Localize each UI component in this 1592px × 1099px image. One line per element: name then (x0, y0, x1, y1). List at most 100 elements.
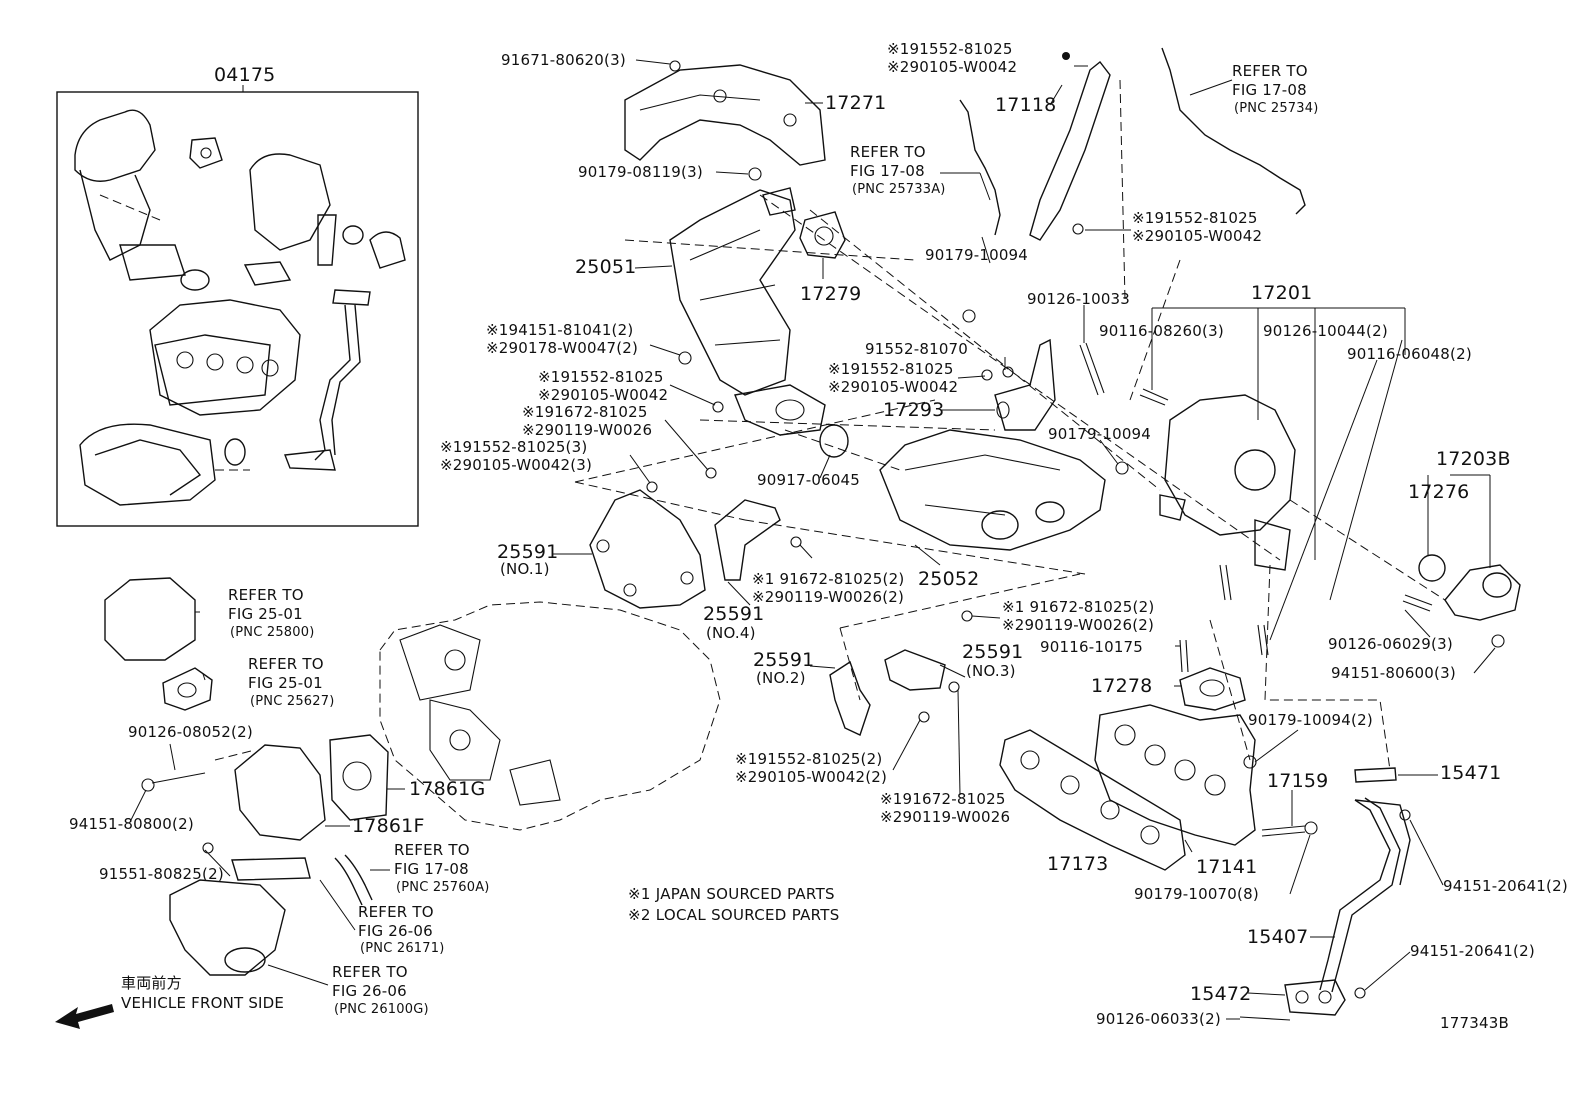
bracket-17293 (994, 338, 1056, 431)
pipe-15407 (1319, 799, 1391, 991)
exhaust-manifold-17141 (1094, 704, 1256, 846)
label-17861f: 17861F (352, 815, 425, 837)
vehicle-front-arrow (55, 1004, 114, 1029)
gasket-17279 (799, 211, 846, 259)
label-15471: 15471 (1440, 762, 1502, 784)
refer-fig-25-01-a-line2: FIG 25-01 (228, 605, 303, 623)
label-25591-no3: 25591 (962, 641, 1024, 663)
label-191552-81025-c: ※191552-81025 (828, 360, 954, 378)
label-94151-80600: 94151-80600(3) (1331, 664, 1456, 682)
label-94151-20641-a: 94151-20641(2) (1443, 877, 1568, 895)
refer-fig-26-06-a-line3: (PNC 26171) (360, 941, 445, 956)
label-290105-w0042-top: ※290105-W0042 (887, 58, 1018, 76)
label-290178-w0047: ※290178-W0047(2) (486, 339, 639, 357)
sensor-wire-right (1161, 47, 1306, 215)
gasket-15471 (1354, 767, 1397, 783)
refer-fig-17-08-a-line1: REFER TO (850, 143, 926, 161)
refer-fig-17-08-b-line1: REFER TO (1232, 62, 1308, 80)
refer-fig-25-01-b-line3: (PNC 25627) (250, 694, 335, 709)
label-290105-w0042-c: ※290105-W0042 (828, 378, 959, 396)
label-90179-10094-a: 90179-10094 (925, 246, 1029, 264)
label-90116-08260: 90116-08260(3) (1099, 322, 1224, 340)
label-90179-10070: 90179-10070(8) (1134, 885, 1259, 903)
refer-fig-26-06-b-line1: REFER TO (332, 963, 408, 981)
label-290105-w0042-f: ※290105-W0042(2) (735, 768, 888, 786)
label-25591-no2: 25591 (753, 649, 815, 671)
label-191552-81025-b: ※191552-81025 (1132, 209, 1258, 227)
water-outlet-17861f (234, 744, 326, 841)
leader-lines (129, 59, 1496, 1020)
heat-insulator-17271 (624, 64, 826, 166)
label-90126-10044: 90126-10044(2) (1263, 322, 1388, 340)
refer-fig-17-08-c-line2: FIG 17-08 (394, 860, 469, 878)
refer-fig-25-01-b-line2: FIG 25-01 (248, 674, 323, 692)
label-17159: 17159 (1267, 770, 1329, 792)
refer-fig-25-01-a-line3: (PNC 25800) (230, 625, 315, 640)
legend-japan-sourced: ※1 JAPAN SOURCED PARTS (628, 885, 835, 903)
gasket-17278 (1179, 667, 1246, 711)
bracket-25591-no2 (829, 660, 871, 736)
label-17203b: 17203B (1436, 448, 1511, 470)
label-kit-04175: 04175 (214, 64, 276, 86)
gasket-17276 (1418, 554, 1446, 582)
gasket-17173 (999, 729, 1186, 871)
label-90126-06033: 90126-06033(2) (1096, 1010, 1221, 1028)
label-17278: 17278 (1091, 675, 1153, 697)
turbocharger-17201 (1164, 394, 1296, 536)
label-90126-08052: 90126-08052(2) (128, 723, 253, 741)
refer-fig-25-01-b-line1: REFER TO (248, 655, 324, 673)
label-90179-08119: 90179-08119(3) (578, 163, 703, 181)
label-191672-81025-c: ※1 91672-81025(2) (1002, 598, 1155, 616)
gasket-26171 (231, 857, 311, 881)
label-191552-81025-f: ※191552-81025(2) (735, 750, 883, 768)
label-25052: 25052 (918, 568, 980, 590)
label-94151-20641-b: 94151-20641(2) (1410, 942, 1535, 960)
label-91552-81070: 91552-81070 (865, 340, 969, 358)
label-290119-w0026-b: ※290119-W0026(2) (752, 588, 905, 606)
label-17276: 17276 (1408, 481, 1470, 503)
stay-17118 (1029, 61, 1111, 241)
label-no3: (NO.3) (966, 662, 1016, 680)
gasket-15472 (1284, 979, 1346, 1016)
sensor-wire-left (959, 99, 1001, 236)
label-90917-06045: 90917-06045 (757, 471, 861, 489)
label-15407: 15407 (1247, 926, 1309, 948)
throttle-body (104, 577, 196, 661)
label-17279: 17279 (800, 283, 862, 305)
refer-fig-17-08-b-line2: FIG 17-08 (1232, 81, 1307, 99)
label-90126-06029: 90126-06029(3) (1328, 635, 1453, 653)
outlet-17203b (1444, 564, 1521, 621)
fasteners (646, 60, 1505, 723)
label-191552-81025-top: ※191552-81025 (887, 40, 1013, 58)
label-90179-10094-c: 90179-10094(2) (1248, 711, 1373, 729)
refer-fig-26-06-a-line1: REFER TO (358, 903, 434, 921)
label-90116-06048: 90116-06048(2) (1347, 345, 1472, 363)
label-90126-10033: 90126-10033 (1027, 290, 1131, 308)
refer-fig-17-08-a-line3: (PNC 25733A) (852, 182, 946, 197)
label-290119-w0026-c: ※290119-W0026(2) (1002, 616, 1155, 634)
catalytic-converter-25052 (879, 429, 1106, 551)
refer-fig-26-06-b-line2: FIG 26-06 (332, 982, 407, 1000)
catalytic-converter-25051 (669, 189, 796, 396)
label-no2: (NO.2) (756, 669, 806, 687)
bracket-25591-no4 (714, 499, 781, 581)
label-290119-w0026-a: ※290119-W0026 (522, 421, 653, 439)
kit-04175-box (56, 91, 419, 527)
label-no1: (NO.1) (500, 560, 550, 578)
label-17118: 17118 (995, 94, 1057, 116)
label-17293: 17293 (883, 399, 945, 421)
refer-fig-17-08-b-line3: (PNC 25734) (1234, 101, 1319, 116)
refer-fig-26-06-b-line3: (PNC 26100G) (334, 1002, 429, 1017)
label-290119-w0026-d: ※290119-W0026 (880, 808, 1011, 826)
label-290105-w0042-d: ※290105-W0042 (538, 386, 669, 404)
label-290105-w0042-e: ※290105-W0042(3) (440, 456, 593, 474)
bracket-25591-no1 (589, 489, 706, 609)
label-90116-10175: 90116-10175 (1040, 638, 1144, 656)
label-15472: 15472 (1190, 983, 1252, 1005)
figure-number: 177343B (1440, 1014, 1509, 1032)
cylinder-head-outline (379, 601, 721, 831)
label-91551-80825: 91551-80825(2) (99, 865, 224, 883)
refer-fig-25-01-a-line1: REFER TO (228, 586, 304, 604)
bracket-25591-no3 (884, 649, 946, 691)
